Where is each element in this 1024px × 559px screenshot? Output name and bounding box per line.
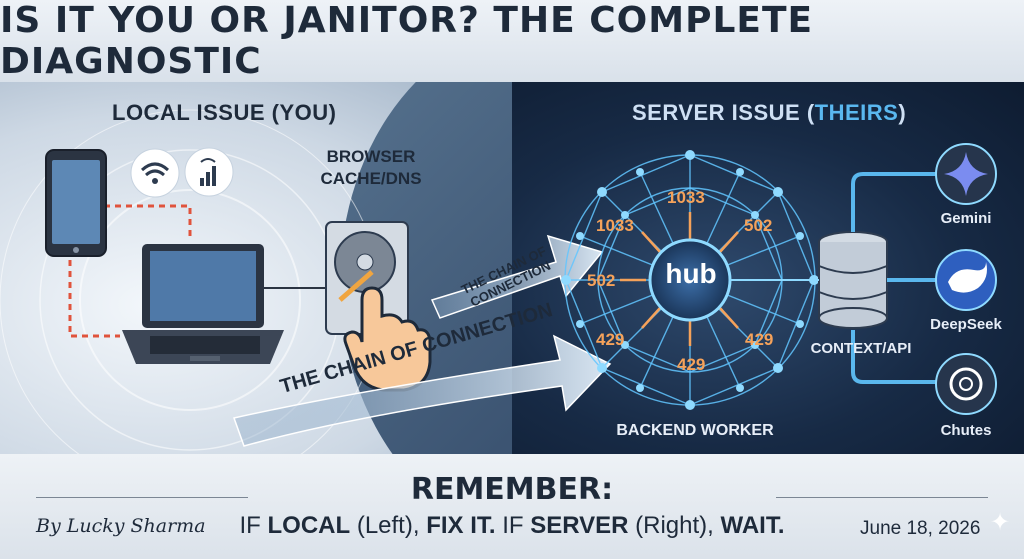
msg-part: (Right), <box>628 512 721 539</box>
date-label: June 18, 2026 <box>860 518 981 539</box>
error-code: 502 <box>744 216 773 235</box>
laptop-icon <box>122 244 284 364</box>
wifi-icon <box>130 148 180 198</box>
chain-arrow-big <box>233 334 612 447</box>
gemini-icon <box>935 143 997 205</box>
hub-label: hub <box>665 258 717 289</box>
msg-server: SERVER <box>530 512 629 539</box>
chutes-icon <box>935 353 997 415</box>
remember-heading: REMEMBER: <box>410 472 614 507</box>
error-code: 429 <box>745 330 774 349</box>
context-api-label: CONTEXT/API <box>810 340 912 357</box>
smartphone-icon <box>45 149 107 257</box>
msg-part: IF <box>239 512 268 539</box>
footer-divider-right <box>776 497 988 498</box>
browser-label-line-2: CACHE/DNS <box>320 169 422 188</box>
server-title-highlight: THEIRS <box>814 100 899 125</box>
msg-part: IF <box>495 512 531 539</box>
backend-worker-label: BACKEND WORKER <box>616 422 774 439</box>
server-title-suffix: ) <box>898 100 907 125</box>
server-issue-title: SERVER ISSUE (THEIRS) <box>632 100 906 126</box>
hand-cursor-icon <box>343 286 432 392</box>
error-code: 429 <box>677 355 706 374</box>
deepseek-icon <box>935 249 997 311</box>
database-icon <box>818 231 888 329</box>
network-nodes <box>561 150 819 410</box>
hard-drive-icon <box>325 221 409 335</box>
remember-message: IF LOCAL (Left), FIX IT. IF SERVER (Righ… <box>0 512 1024 540</box>
browser-label-line-1: BROWSER <box>326 147 416 166</box>
msg-fix: FIX IT. <box>426 512 496 539</box>
error-code: 1033 <box>667 188 705 207</box>
model-label-deepseek: DeepSeek <box>930 316 1002 333</box>
device-connector <box>68 204 192 338</box>
msg-part: (Left), <box>350 512 427 539</box>
author-signature: By Lucky Sharma <box>36 515 206 537</box>
model-label-chutes: Chutes <box>940 422 992 439</box>
footer <box>0 454 1024 559</box>
error-code: 429 <box>596 330 625 349</box>
error-sparks <box>620 212 739 346</box>
error-code: 1033 <box>596 216 634 235</box>
chain-arrow-small <box>430 234 604 319</box>
msg-local: LOCAL <box>267 512 351 539</box>
msg-wait: WAIT. <box>720 512 785 539</box>
signal-tower-icon <box>184 147 234 197</box>
server-title-prefix: SERVER ISSUE ( <box>632 100 815 125</box>
browser-cache-label: BROWSER CACHE/DNS <box>296 146 446 190</box>
sparkle-icon: ✦ <box>990 509 1011 536</box>
error-code: 502 <box>587 271 616 290</box>
page-title: IS IT YOU OR JANITOR? THE COMPLETE DIAGN… <box>0 0 814 82</box>
footer-divider-left <box>36 497 248 498</box>
model-connectors <box>851 172 936 384</box>
model-label-gemini: Gemini <box>940 210 992 227</box>
title-bar: IS IT YOU OR JANITOR? THE COMPLETE DIAGN… <box>0 0 1024 82</box>
local-issue-title: LOCAL ISSUE (YOU) <box>112 100 337 125</box>
